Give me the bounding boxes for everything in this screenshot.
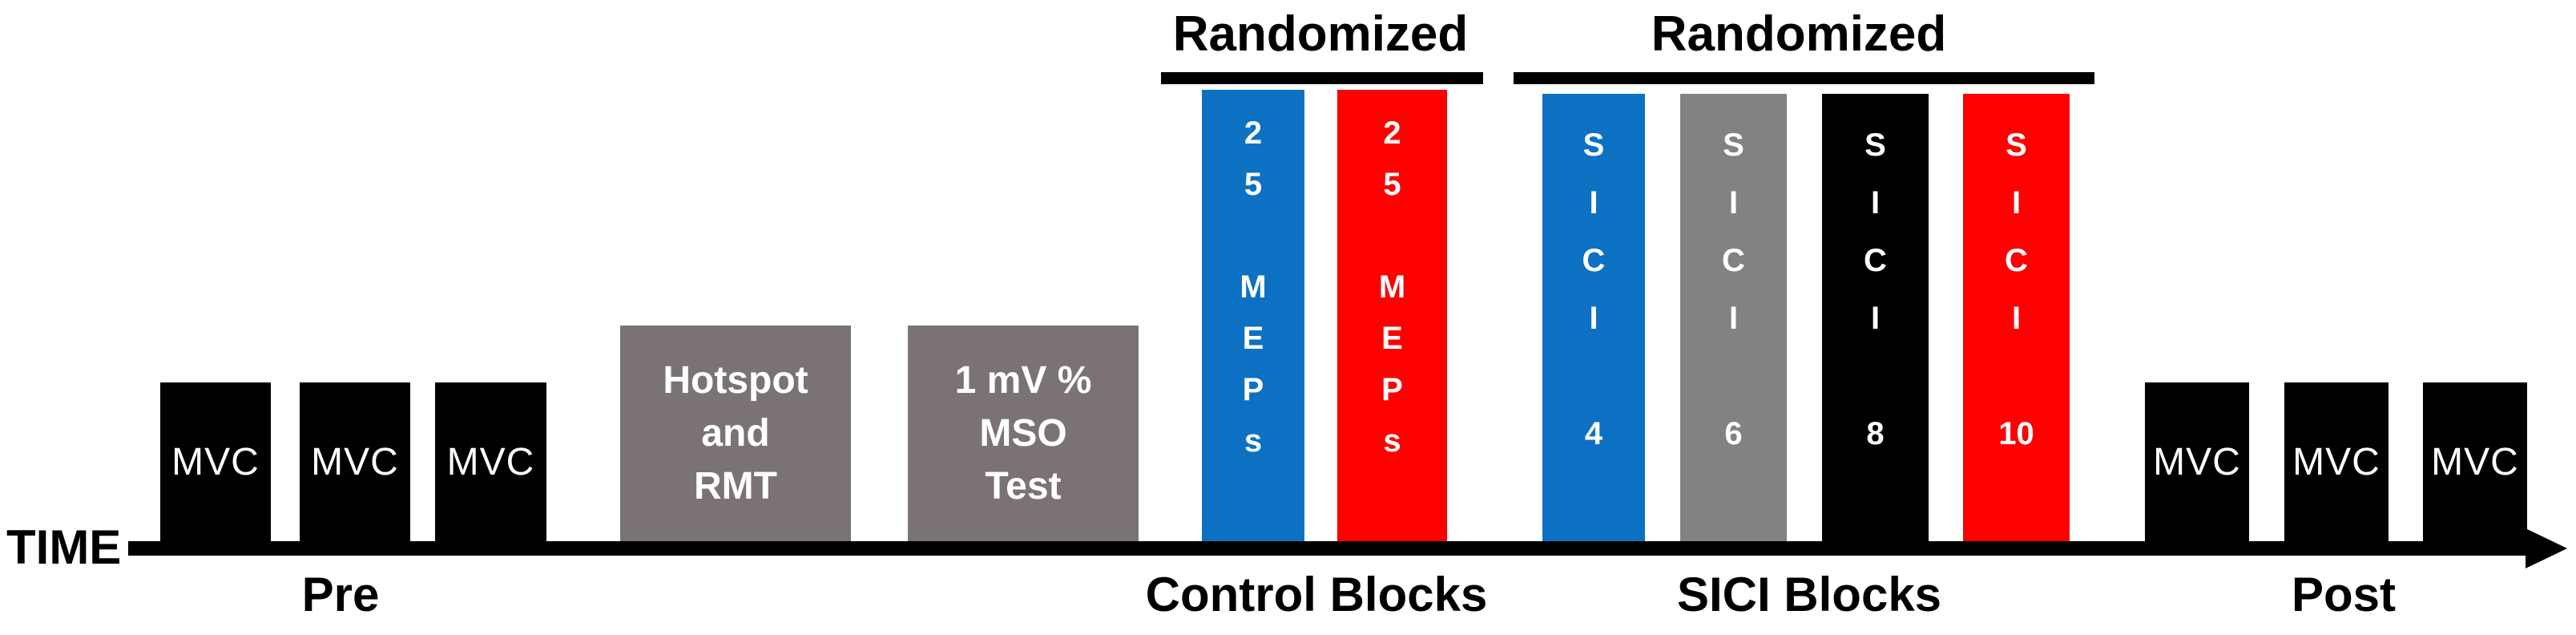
sici-block-4: S I C I 4 [1542,94,1645,541]
pre-mvc-block-1: MVC [160,382,271,541]
mso-test-block: 1 mV % MSO Test [908,326,1139,541]
post-mvc-block-3: MVC [2423,382,2527,541]
randomized-underline-control [1161,72,1483,84]
randomized-label-control: Randomized [1172,6,1469,62]
timeline-bar [128,541,2532,556]
randomized-label-sici: Randomized [1651,6,1947,62]
pre-mvc-block-2: MVC [300,382,410,541]
control-block-25meps-blue: 2 5 M E P s [1202,90,1304,541]
phase-label-pre: Pre [301,568,380,621]
phase-label-sici-blocks: SICI Blocks [1676,568,1942,621]
time-axis-label: TIME [6,520,122,574]
sici-block-6: S I C I 6 [1680,94,1787,541]
randomized-underline-sici [1514,72,2094,84]
pre-mvc-block-3: MVC [435,382,546,541]
phase-label-post: Post [2291,568,2397,621]
control-block-25meps-red: 2 5 M E P s [1337,90,1447,541]
phase-label-control-blocks: Control Blocks [1145,568,1488,621]
post-mvc-block-2: MVC [2284,382,2389,541]
post-mvc-block-1: MVC [2145,382,2249,541]
sici-block-8: S I C I 8 [1822,94,1929,541]
hotspot-rmt-block: Hotspot and RMT [620,326,851,541]
sici-block-10: S I C I 10 [1963,94,2070,541]
timeline-arrowhead-icon [2526,528,2567,568]
